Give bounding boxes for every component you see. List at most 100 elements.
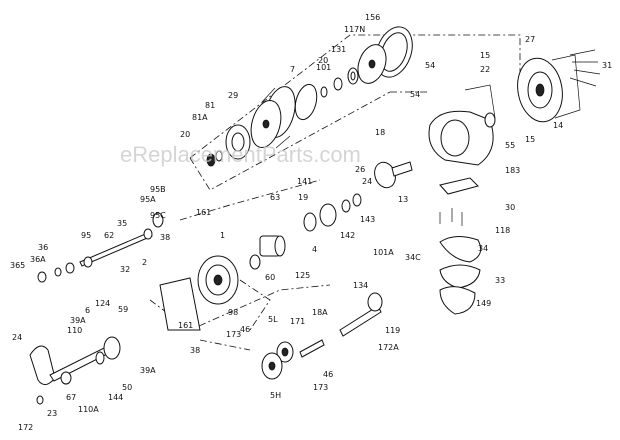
part-label: 46 (240, 325, 250, 334)
part-label: 171 (290, 317, 305, 326)
part-label: 365 (10, 261, 25, 270)
part-label: 172 (18, 423, 33, 432)
part-label: 54 (410, 90, 420, 99)
part-label: 95A (140, 195, 156, 204)
part-label: 98 (228, 308, 238, 317)
part-label: 18A (312, 308, 328, 317)
shaft-134 (339, 292, 383, 337)
part-label: 46 (323, 370, 333, 379)
part-label: 22 (480, 65, 490, 74)
part-label: 131 (331, 45, 346, 54)
part-label: 161 (178, 321, 193, 330)
cap-117n (357, 44, 387, 84)
part-label: 95C (150, 211, 166, 220)
part-label: 24 (12, 333, 22, 342)
part-label: 24 (362, 177, 372, 186)
part-label: 1 (220, 231, 225, 240)
pin-171 (299, 339, 325, 358)
part-label: 30 (505, 203, 515, 212)
part-label: 124 (95, 299, 110, 308)
screws-118 (439, 208, 463, 226)
part-label: 125 (295, 271, 310, 280)
clip-101 (320, 86, 328, 98)
part-label: 15 (525, 135, 535, 144)
part-label: 33 (495, 276, 505, 285)
part-label: 119 (385, 326, 400, 335)
part-label: 110 (67, 326, 82, 335)
plate-2 (159, 277, 201, 331)
gear-19 (303, 212, 317, 232)
part-label: 173 (226, 330, 241, 339)
drag-plate-7 (294, 83, 318, 121)
part-label: 29 (228, 91, 238, 100)
bearing-55 (484, 112, 496, 128)
part-label: 23 (47, 409, 57, 418)
part-label: 156 (365, 13, 380, 22)
handle-110 (29, 344, 114, 385)
part-label: 19 (298, 193, 308, 202)
washer-20-lower (206, 150, 223, 167)
part-label: 110A (78, 405, 99, 414)
frame-183 (428, 84, 496, 166)
part-label: 36 (38, 243, 48, 252)
bearing-131 (347, 67, 359, 85)
part-label: 32 (120, 265, 130, 274)
part-label: 35 (117, 219, 127, 228)
clamp-30 (439, 177, 479, 195)
bushing-60 (249, 254, 261, 270)
part-label: 20 (180, 130, 190, 139)
part-label: 20 (318, 56, 328, 65)
part-label: 15 (480, 51, 490, 60)
part-label: 54 (425, 61, 435, 70)
part-label: 5H (270, 391, 281, 400)
part-label: 34C (405, 253, 421, 262)
part-label: 38 (190, 346, 200, 355)
shaft-assembly-35-95 (37, 231, 153, 283)
part-label: 6 (85, 306, 90, 315)
part-label: 38 (160, 233, 170, 242)
part-label: 172A (378, 343, 399, 352)
part-label: 149 (476, 299, 491, 308)
side-plate-27 (517, 54, 581, 123)
part-label: 4 (312, 245, 317, 254)
part-label: 26 (355, 165, 365, 174)
part-label: 7 (290, 65, 295, 74)
part-label: 55 (505, 141, 515, 150)
part-label: 141 (297, 177, 312, 186)
gear-81 (225, 124, 251, 160)
star-drag-124 (95, 336, 121, 365)
part-label: 2 (142, 258, 147, 267)
part-label: 13 (398, 195, 408, 204)
spool-29 (250, 86, 296, 149)
clutch-plate-33 (439, 264, 481, 289)
part-label: 34 (478, 244, 488, 253)
part-label: 27 (525, 35, 535, 44)
part-label: 50 (122, 383, 132, 392)
part-label: 101 (316, 63, 331, 72)
part-label: 31 (602, 61, 612, 70)
sideplate-1 (197, 255, 239, 305)
knob-parts-23-67 (36, 371, 72, 405)
part-label: 117N (344, 25, 365, 34)
part-label: 36A (30, 255, 46, 264)
part-label: 81A (192, 113, 208, 122)
bearings-95 (143, 212, 164, 240)
spring-125 (259, 235, 286, 257)
part-label: 14 (553, 121, 563, 130)
part-label: 118 (495, 226, 510, 235)
part-label: 5L (268, 315, 278, 324)
part-label: 62 (104, 231, 114, 240)
gears-5l-5h (261, 341, 294, 380)
part-labels: 156117N131201017298181A20541522273114155… (10, 13, 612, 432)
part-label: 161 (196, 208, 211, 217)
clutch-plate-34 (439, 236, 482, 263)
part-label: 39A (140, 366, 156, 375)
part-label: 81 (205, 101, 215, 110)
part-label: 59 (118, 305, 128, 314)
part-label: 67 (66, 393, 76, 402)
part-label: 144 (108, 393, 123, 402)
part-label: 101A (373, 248, 394, 257)
watermark: eReplacementParts.com (120, 142, 361, 167)
